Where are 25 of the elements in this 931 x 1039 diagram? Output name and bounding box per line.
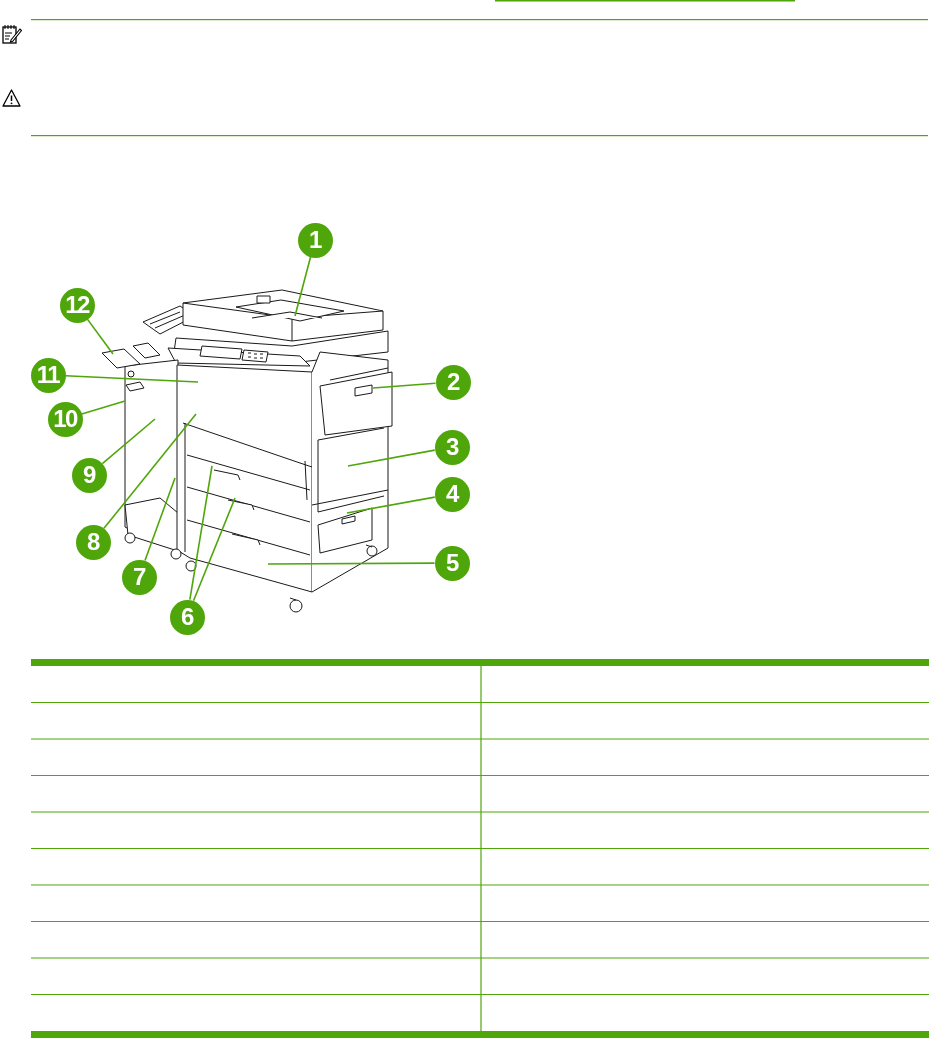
leader-line — [101, 418, 156, 465]
callout-number: 9 — [71, 457, 107, 493]
leader-line — [86, 318, 114, 355]
callout-number: 5 — [434, 545, 470, 581]
callout-number: 6 — [169, 599, 205, 635]
leader-line — [80, 400, 126, 415]
leader-line — [294, 256, 312, 317]
leader-line — [346, 496, 436, 514]
leader-line — [372, 382, 437, 389]
leader-line — [144, 477, 176, 562]
callout-number: 3 — [434, 429, 470, 465]
callout-number: 10 — [47, 401, 83, 437]
leader-line — [103, 413, 197, 530]
leader-line — [64, 375, 199, 383]
leader-line — [192, 497, 236, 602]
callout-number: 11 — [30, 357, 66, 393]
callout-number: 8 — [75, 524, 111, 560]
leader-line — [267, 562, 436, 565]
callout-number: 4 — [434, 476, 470, 512]
callout-number: 1 — [297, 222, 333, 258]
leader-line — [347, 449, 436, 467]
leader-line — [189, 465, 213, 601]
callout-number: 7 — [121, 559, 157, 595]
callout-number: 2 — [435, 364, 471, 400]
callout-number: 12 — [59, 287, 95, 323]
